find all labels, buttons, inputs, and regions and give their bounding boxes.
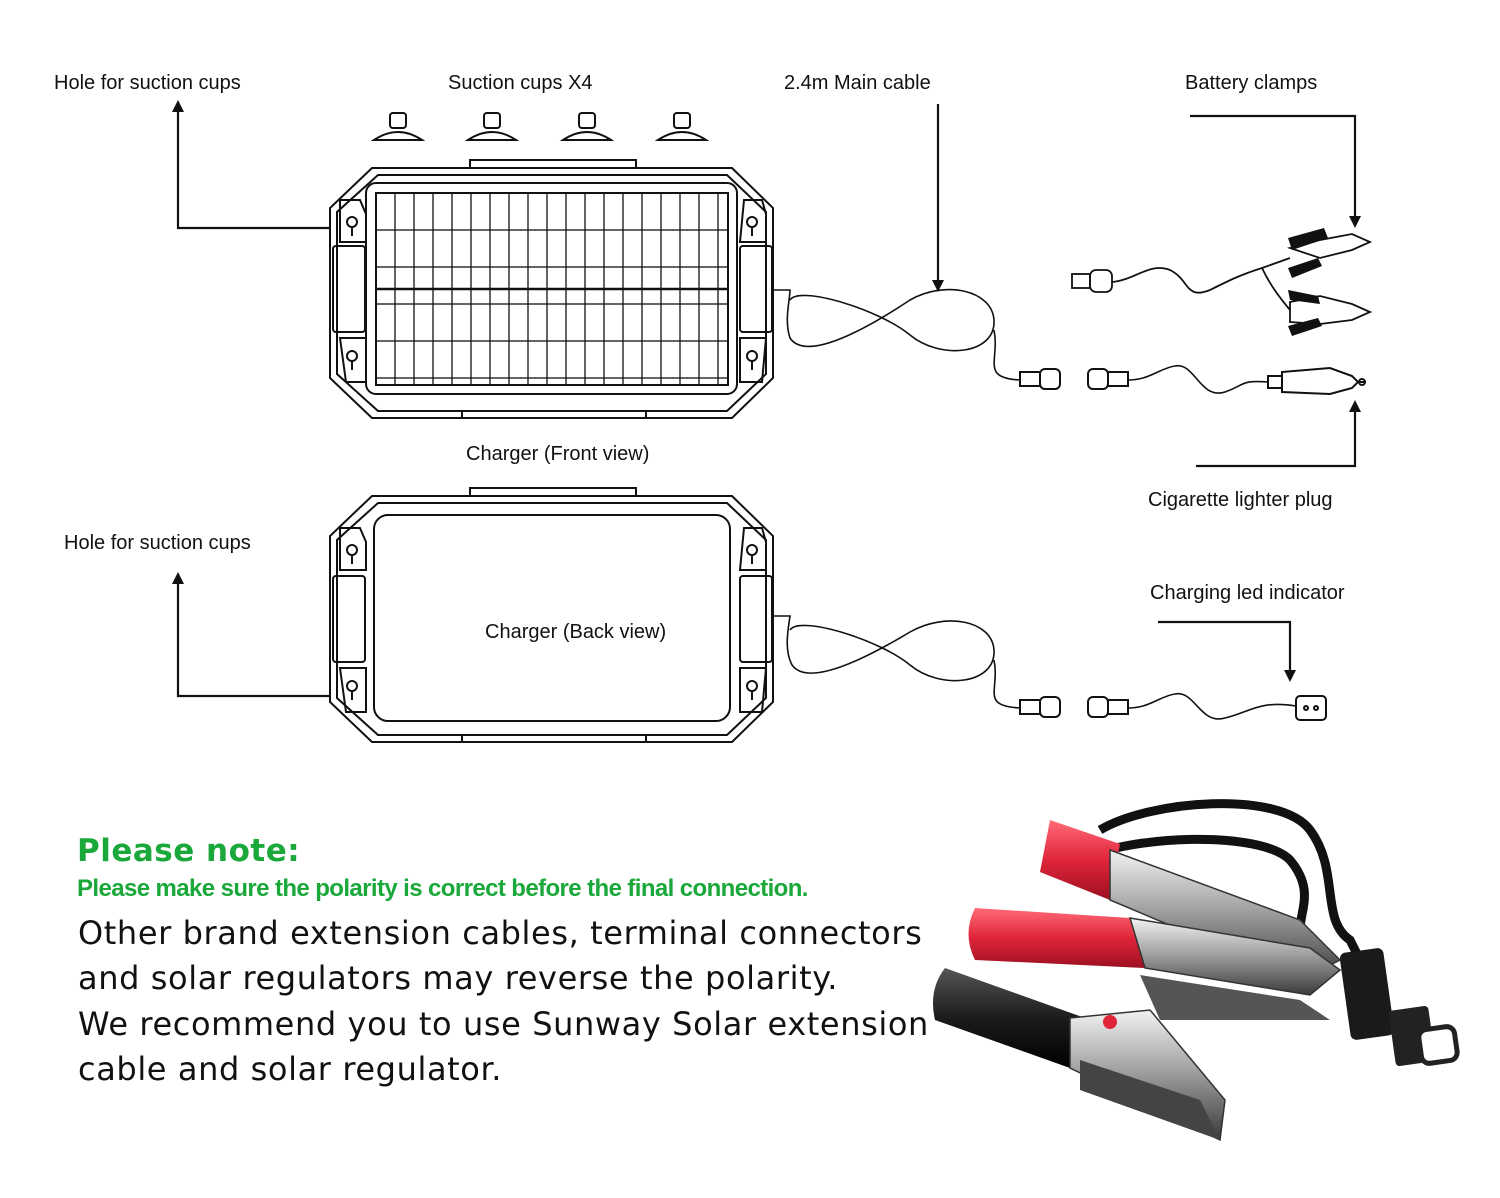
arrow-up-icon xyxy=(172,572,184,584)
led-indicator-label: Charging led indicator xyxy=(1150,582,1345,604)
charger-back xyxy=(329,487,774,743)
arrow-down-icon xyxy=(1284,670,1296,682)
arrow-up-icon xyxy=(1349,400,1361,412)
main-cable-label: 2.4m Main cable xyxy=(784,72,931,94)
suction-hole-icon xyxy=(339,199,367,243)
charger-front xyxy=(329,159,774,419)
led-indicator-icon xyxy=(1295,695,1327,721)
red-clamp-photo xyxy=(968,908,1342,1020)
black-clamp-photo xyxy=(932,968,1226,1142)
connector-icon xyxy=(1019,368,1129,390)
suction-hole-icon xyxy=(739,667,768,713)
suction-hole-icon xyxy=(338,667,367,713)
cigarette-plug-icon xyxy=(1267,366,1366,396)
arrow-down-icon xyxy=(932,280,944,292)
note-line: Other brand extension cables, terminal c… xyxy=(78,914,923,952)
arrow-up-icon xyxy=(172,100,184,112)
charger-front-label: Charger (Front view) xyxy=(466,443,650,465)
main-cable-front xyxy=(773,288,1269,394)
suction-cup-icon xyxy=(559,112,615,141)
hole-front-label: Hole for suction cups xyxy=(54,72,241,94)
suction-hole-icon xyxy=(738,199,767,243)
note-line: and solar regulators may reverse the pol… xyxy=(78,959,838,997)
suction-cups xyxy=(370,112,710,141)
battery-clamps-label: Battery clamps xyxy=(1185,72,1318,94)
sae-connector-icon xyxy=(1339,948,1460,1066)
connector-icon xyxy=(1019,696,1129,718)
suction-hole-icon xyxy=(338,337,367,383)
note-line: We recommend you to use Sunway Solar ext… xyxy=(78,1005,929,1043)
note-line: cable and solar regulator. xyxy=(78,1050,503,1088)
clamp-cable-photo xyxy=(1077,799,1365,963)
note-title: Please note: xyxy=(77,833,301,869)
suction-cup-icon xyxy=(654,112,710,141)
arrowheads xyxy=(172,100,1361,682)
suction-cup-icon xyxy=(370,112,426,141)
arrow-down-icon xyxy=(1349,216,1361,228)
suction-cup-icon xyxy=(464,112,520,141)
battery-clamps-lineart xyxy=(1071,233,1373,325)
charger-back-label: Charger (Back view) xyxy=(485,621,667,643)
note-subtitle: Please make sure the polarity is correct… xyxy=(77,875,808,902)
clamp-handles-lineart xyxy=(1288,228,1328,336)
suction-hole-icon xyxy=(739,337,768,383)
suction-cups-label: Suction cups X4 xyxy=(448,72,593,94)
leader-lines xyxy=(176,104,1357,698)
main-cable-back xyxy=(773,615,1297,720)
suction-hole-icon xyxy=(339,527,367,571)
cigarette-plug-label: Cigarette lighter plug xyxy=(1148,489,1333,511)
suction-hole-icon xyxy=(738,527,767,571)
hole-back-label: Hole for suction cups xyxy=(64,532,251,554)
